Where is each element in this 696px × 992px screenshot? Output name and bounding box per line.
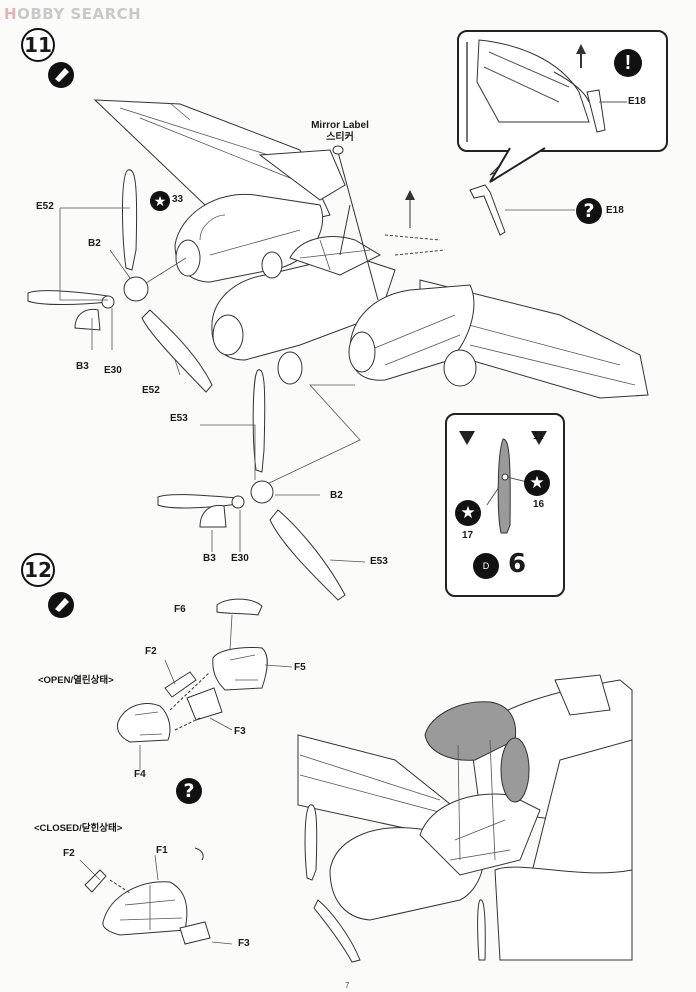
part-label-e53: E53 — [170, 413, 188, 424]
canopy-closed-drawing — [79, 847, 233, 945]
part-label-f4: F4 — [134, 769, 146, 780]
hobby-search-watermark: HOBBY SEARCH — [4, 5, 142, 23]
star-icon: ★ — [524, 470, 550, 496]
part-label-b2: B2 — [330, 490, 343, 501]
decal-number-16: 16 — [533, 499, 545, 510]
part-label-e30: E30 — [104, 365, 122, 376]
part-label-e18: E18 — [628, 96, 646, 107]
decal-sheet-count: 6 — [508, 549, 527, 579]
part-label-f6: F6 — [174, 604, 186, 615]
part-label-b2: B2 — [88, 238, 101, 249]
decal-sheet-icon: D — [473, 553, 499, 579]
step-number: 11 — [21, 28, 55, 62]
part-label-e30: E30 — [231, 553, 249, 564]
part-label-e53: E53 — [370, 556, 388, 567]
part-label-f5: F5 — [294, 662, 306, 673]
decal-number: 33 — [172, 194, 184, 205]
part-label-b3: B3 — [203, 553, 216, 564]
lower-propeller-drawing — [157, 369, 366, 601]
part-label-f1: F1 — [156, 845, 168, 856]
e18-detail-inset — [457, 30, 668, 152]
warning-icon: ! — [614, 49, 642, 77]
step-number: 12 — [21, 553, 55, 587]
decal-marker-left: 1 — [461, 443, 467, 454]
part-label-f3: F3 — [238, 938, 250, 949]
star-icon: ★ — [150, 191, 170, 211]
part-label-b3: B3 — [76, 361, 89, 372]
page-number: 7 — [345, 981, 350, 990]
decal-marker-right: 11 — [533, 431, 544, 442]
cement-glue-icon — [48, 592, 74, 618]
part-label-e52: E52 — [142, 385, 160, 396]
question-icon: ? — [576, 198, 602, 224]
part-label-e18: E18 — [606, 205, 624, 216]
part-label-f3: F3 — [234, 726, 246, 737]
mirror-label-caption: Mirror Label 스티커 — [311, 120, 369, 143]
star-icon: ★ — [455, 500, 481, 526]
closed-state-label: <CLOSED/닫힌상태> — [34, 823, 123, 834]
question-icon: ? — [176, 778, 202, 804]
part-label-f2: F2 — [63, 848, 75, 859]
open-state-label: <OPEN/열린상태> — [38, 675, 114, 686]
upper-propeller-drawing — [27, 169, 213, 393]
p38-aircraft-drawing — [93, 99, 649, 399]
cement-glue-icon — [48, 62, 74, 88]
p38-aircraft-cockpit-drawing — [297, 674, 633, 963]
part-label-f2: F2 — [145, 646, 157, 657]
part-label-e52: E52 — [36, 201, 54, 212]
decal-number-17: 17 — [462, 530, 474, 541]
canopy-open-drawing — [117, 598, 293, 770]
